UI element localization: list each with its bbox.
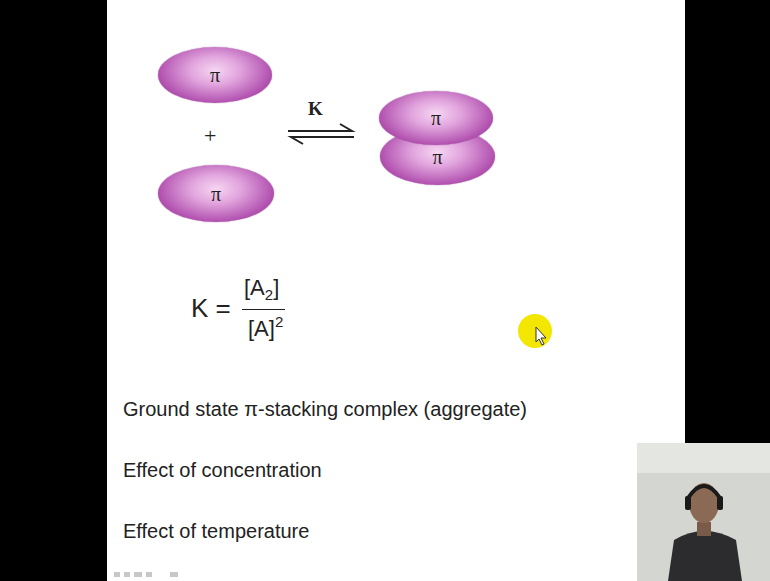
- formula-lhs: K =: [191, 294, 231, 323]
- cursor-highlight: [518, 314, 552, 348]
- bullet-text: Effect of concentration: [123, 459, 322, 481]
- pi-orbital: π: [379, 91, 493, 145]
- equilibrium-arrow: [288, 124, 354, 144]
- plus-sign: +: [204, 124, 216, 148]
- pi-symbol: π: [432, 147, 442, 167]
- pi-symbol: π: [210, 65, 220, 85]
- bullet-text: Ground state π-stacking complex (aggrega…: [123, 398, 527, 420]
- superscript: 2: [275, 313, 283, 330]
- fraction-bar: [242, 309, 285, 310]
- pi-symbol: π: [211, 184, 221, 204]
- fraction-numerator: [A2]: [244, 276, 279, 304]
- pi-symbol: π: [431, 108, 441, 128]
- fraction-denominator: [A]2: [248, 314, 283, 341]
- webcam-inset: [637, 443, 770, 581]
- slide-controls: [114, 572, 178, 577]
- pi-orbital: π: [158, 47, 272, 103]
- formula-term: [A: [244, 275, 265, 300]
- bullet-text: Effect of temperature: [123, 520, 309, 542]
- equilibrium-constant: K: [308, 99, 323, 120]
- formula-term: ]: [273, 275, 279, 300]
- mouse-cursor: [536, 327, 546, 345]
- pi-orbital: π: [158, 165, 274, 222]
- subscript: 2: [265, 286, 273, 303]
- formula-term: [A]: [248, 316, 275, 341]
